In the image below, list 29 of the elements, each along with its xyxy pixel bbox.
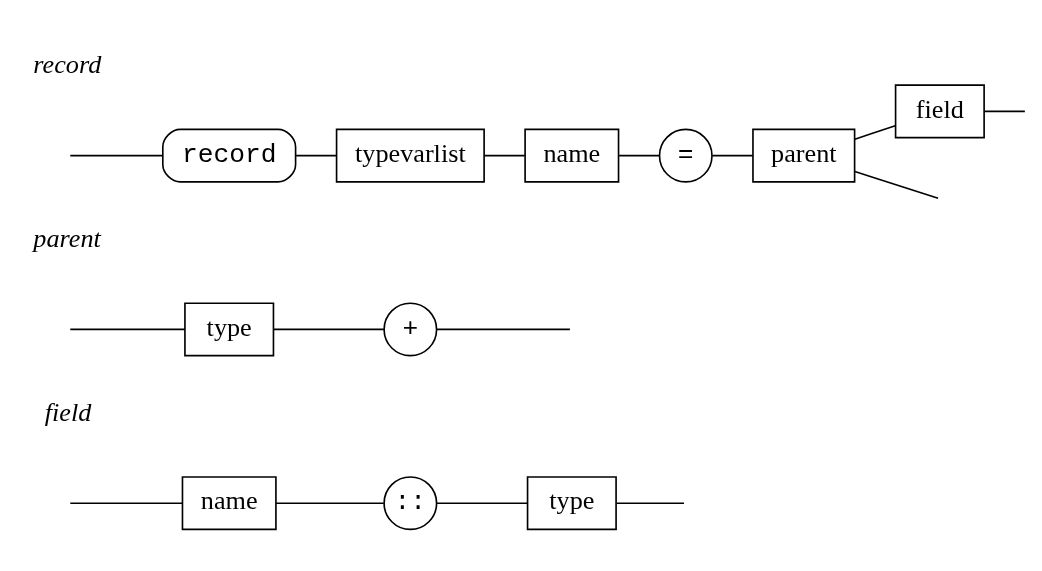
connector — [854, 124, 897, 140]
node-box: record — [162, 128, 297, 183]
connector — [69, 328, 186, 330]
connector — [295, 154, 338, 156]
connector — [711, 154, 754, 156]
node-box: field — [894, 83, 985, 138]
node-circle: + — [383, 301, 438, 356]
connector — [618, 154, 661, 156]
label: field — [44, 397, 92, 427]
connector — [435, 328, 571, 330]
connector — [615, 501, 685, 504]
node-circle: :: — [383, 475, 438, 530]
connector — [69, 501, 184, 504]
connector — [854, 170, 939, 199]
node-box: type — [184, 301, 275, 356]
node-box: typevarlist — [335, 128, 485, 183]
connector — [69, 154, 164, 156]
node-box: name — [524, 128, 620, 183]
connector — [275, 501, 385, 504]
node-box: parent — [752, 128, 856, 183]
node-circle: = — [658, 128, 713, 183]
connector — [273, 328, 385, 330]
label: parent — [33, 223, 101, 253]
node-box: name — [181, 475, 277, 530]
label: record — [33, 49, 102, 79]
connector — [483, 154, 526, 156]
connector — [983, 110, 1026, 112]
node-box: type — [526, 475, 617, 530]
connector — [435, 501, 528, 504]
